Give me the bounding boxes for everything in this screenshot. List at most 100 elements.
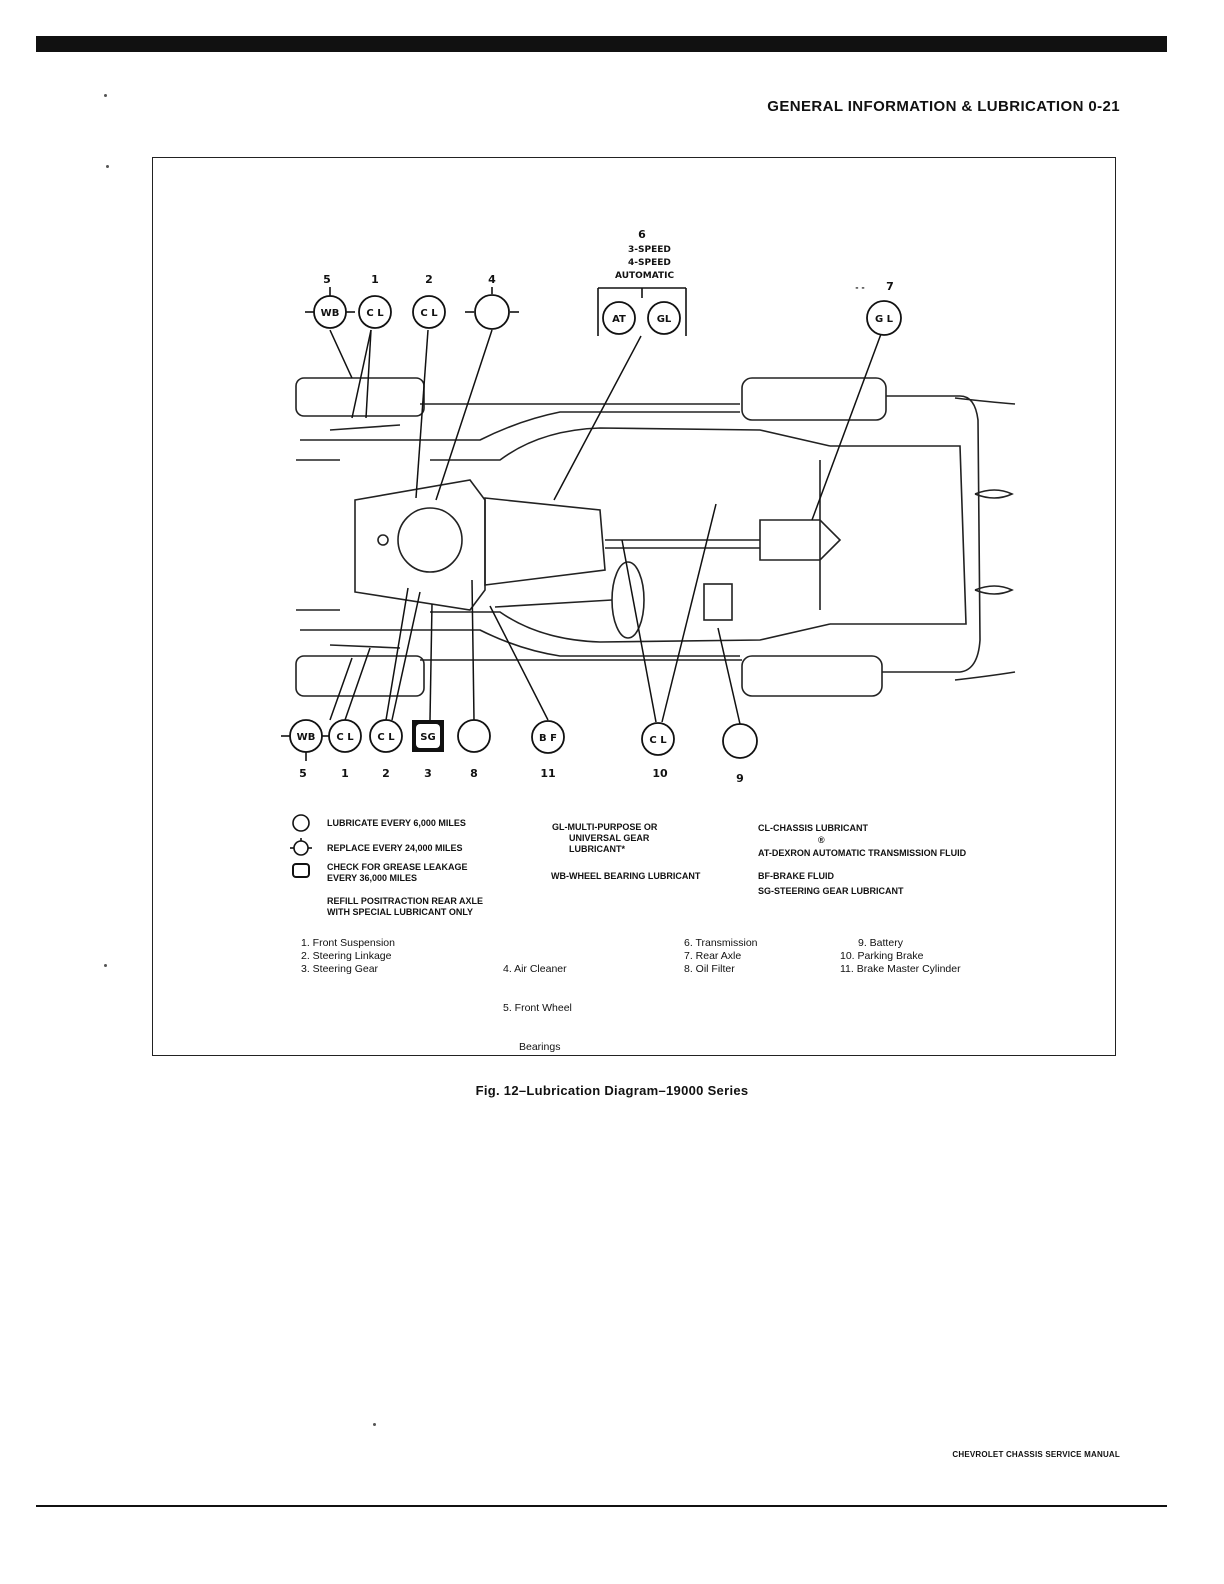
driveshaft-drawing — [605, 539, 760, 549]
key-item: 11. Brake Master Cylinder — [840, 963, 961, 975]
svg-text:C L: C L — [649, 735, 667, 746]
callout-bottom-cl-2: C L 2 — [369, 719, 403, 780]
transmission-automatic: AUTOMATIC — [615, 271, 674, 281]
key-column-2: 4. Air Cleaner 5. Front Wheel Bearings — [503, 937, 572, 1067]
rear-body-outline — [882, 395, 981, 673]
callout-top-gl: GL — [647, 301, 681, 335]
transmission-drawing — [484, 497, 606, 586]
legend-symbols — [290, 814, 312, 878]
legend-check-line1: CHECK FOR GREASE LEAKAGE — [327, 862, 468, 872]
legend-wb: WB-WHEEL BEARING LUBRICANT — [551, 871, 701, 881]
svg-text:2: 2 — [382, 767, 390, 780]
key-item: 8. Oil Filter — [684, 963, 735, 975]
scan-speck — [106, 165, 109, 168]
svg-text:C L: C L — [366, 308, 384, 319]
key-column-1: 1. Front Suspension 2. Steering Linkage … — [301, 937, 395, 976]
rear-tire-bottom — [741, 655, 883, 697]
transmission-4speed: 4-SPEED — [628, 258, 671, 268]
callout-bottom-oil-filter: 8 — [457, 719, 491, 780]
key-column-3: 6. Transmission 7. Rear Axle 8. Oil Filt… — [684, 937, 758, 976]
frame-rail-outer — [300, 411, 740, 657]
svg-text:G L: G L — [875, 314, 894, 325]
key-item: 2. Steering Linkage — [301, 950, 392, 962]
legend-lubricate-icon — [292, 814, 310, 832]
callout-bottom-cl-10: C L 10 — [641, 722, 675, 780]
svg-text:1: 1 — [341, 767, 349, 780]
legend-registered-mark: ® — [818, 835, 825, 845]
svg-text:9: 9 — [736, 772, 744, 785]
svg-text:- -: - - — [855, 283, 864, 292]
scan-speck — [104, 964, 107, 967]
svg-text:11: 11 — [540, 767, 555, 780]
svg-text:WB: WB — [321, 308, 340, 319]
key-item: 4. Air Cleaner — [503, 963, 567, 975]
legend-gl-line2: UNIVERSAL GEAR — [569, 833, 650, 843]
callout-top-cl-2: C L 2 — [412, 273, 446, 329]
rear-bumper — [954, 397, 1016, 681]
callout-top-air-cleaner: 4 — [465, 273, 519, 330]
key-item: 1. Front Suspension — [301, 937, 395, 949]
svg-text:C L: C L — [336, 732, 354, 743]
svg-text:5: 5 — [323, 273, 331, 286]
svg-text:GL: GL — [657, 314, 672, 325]
body-outline — [420, 403, 742, 661]
svg-text:B F: B F — [539, 733, 557, 744]
key-item: 3. Steering Gear — [301, 963, 379, 975]
steering-column-drawing — [494, 599, 613, 608]
page-footer: CHEVROLET CHASSIS SERVICE MANUAL — [952, 1450, 1120, 1459]
key-item: 5. Front Wheel — [503, 1002, 572, 1014]
rear-axle-drawing — [759, 519, 842, 561]
callout-bottom-wb: WB 5 — [281, 719, 331, 780]
rear-lamps — [974, 489, 1014, 595]
svg-text:1: 1 — [371, 273, 379, 286]
svg-text:8: 8 — [470, 767, 478, 780]
legend-refill-line1: REFILL POSITRACTION REAR AXLE — [327, 896, 484, 906]
scan-speck — [373, 1423, 376, 1426]
key-item: 9. Battery — [858, 937, 903, 949]
svg-text:5: 5 — [299, 767, 307, 780]
legend-gl-line3: LUBRICANT* — [569, 844, 625, 854]
leader-lines — [329, 329, 882, 725]
callout-bottom-cl-1: C L 1 — [328, 719, 362, 780]
oil-fill-drawing — [377, 534, 389, 546]
figure-caption: Fig. 12–Lubrication Diagram–19000 Series — [475, 1083, 749, 1098]
svg-text:2: 2 — [425, 273, 433, 286]
callout-bottom-battery: 9 — [722, 723, 758, 785]
legend-at: AT-DEXRON AUTOMATIC TRANSMISSION FLUID — [758, 848, 967, 858]
top-black-bar — [36, 36, 1167, 52]
legend-sg: SG-STEERING GEAR LUBRICANT — [758, 886, 904, 896]
svg-text:WB: WB — [297, 732, 316, 743]
legend-bf: BF-BRAKE FLUID — [758, 871, 834, 881]
svg-text:7: 7 — [886, 280, 894, 293]
frame-rail-inner — [430, 427, 831, 643]
svg-text:4: 4 — [488, 273, 496, 286]
callout-top-wb: WB 5 — [305, 273, 355, 329]
figure-frame — [152, 157, 1116, 1056]
bottom-rule — [36, 1505, 1167, 1507]
svg-text:C L: C L — [420, 308, 438, 319]
key-item: 6. Transmission — [684, 937, 758, 949]
legend-refill-line2: WITH SPECIAL LUBRICANT ONLY — [327, 907, 474, 917]
callout-top-cl-1: C L 1 — [358, 273, 392, 329]
legend-lubricate: LUBRICATE EVERY 6,000 MILES — [327, 818, 466, 828]
key-column-4: 9. Battery 10. Parking Brake 11. Brake M… — [840, 937, 961, 976]
svg-text:C L: C L — [377, 732, 395, 743]
front-tire-bottom — [295, 655, 425, 697]
legend-check-icon — [292, 863, 310, 878]
svg-text:3: 3 — [424, 767, 432, 780]
key-item: 7. Rear Axle — [684, 950, 742, 962]
page-header: GENERAL INFORMATION & LUBRICATION 0-21 — [767, 98, 1120, 115]
key-item: Bearings — [519, 1041, 561, 1053]
callout-bottom-sg: SG 3 — [412, 720, 444, 780]
air-cleaner-drawing — [397, 507, 463, 573]
battery-drawing — [703, 583, 733, 621]
rear-frame — [830, 445, 967, 625]
svg-text:AT: AT — [612, 314, 626, 325]
callout-bottom-bf: B F 11 — [531, 720, 565, 780]
svg-text:10: 10 — [652, 767, 668, 780]
legend-gl-line1: GL-MULTI-PURPOSE OR — [552, 822, 658, 832]
legend-cl: CL-CHASSIS LUBRICANT — [758, 823, 868, 833]
scan-speck — [104, 94, 107, 97]
transmission-3speed: 3-SPEED — [628, 245, 671, 255]
